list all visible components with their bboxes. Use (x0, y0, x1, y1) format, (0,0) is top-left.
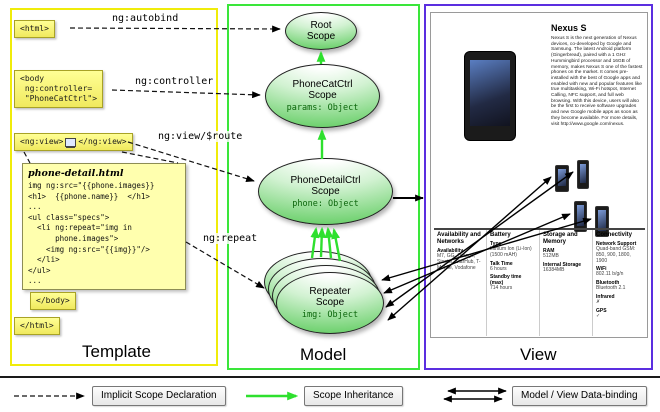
html-open-tag: <html> (14, 20, 55, 38)
code-line: <ul class="specs"> (28, 212, 110, 222)
phone-detail-page: Nexus S Nexus S is the next generation o… (430, 12, 648, 338)
code-line: ... (28, 276, 42, 286)
body-open-tag: <body ng:controller= "PhoneCatCtrl"> (14, 70, 104, 108)
template-column-label: Template (82, 342, 151, 361)
repeater-scope-ellipse: Repeater Scope img: Object (276, 272, 384, 334)
model-column-label: Model (300, 345, 347, 364)
scope-title: Repeater Scope (309, 286, 351, 308)
spec-header: Availability and Networks (437, 232, 481, 245)
specs-table: Availability and Networks Availability M… (434, 228, 645, 336)
body-close-tag: </body> (30, 292, 76, 310)
spec-value: 802.11 b/g/n (596, 271, 624, 278)
spec-column-storage: Storage and Memory RAM 512MB Internal St… (539, 230, 592, 336)
ng-repeat-label: ng:repeat (201, 233, 260, 244)
thumb-screen (598, 210, 606, 231)
thumb-screen (558, 169, 566, 186)
legend-scope-inheritance: Scope Inheritance (304, 386, 403, 406)
legend-implicit-scope: Implicit Scope Declaration (92, 386, 226, 406)
ng-view-open-label: <ng:view> (20, 137, 64, 146)
phone-thumbnail[interactable] (577, 160, 589, 189)
spec-column-battery: Battery Type Lithium Ion (Li-Ion) (1500 … (486, 230, 539, 336)
scope-property: img: Object (301, 310, 359, 320)
spec-column-connectivity: Connectivity Network Support Quad-band G… (592, 230, 645, 336)
code-line: img ng:src="{{phone.images}} (28, 181, 155, 190)
code-line: phone.images"> (28, 233, 119, 243)
spec-value: Quad-band GSM: 850, 900, 1800, 1900 (596, 246, 636, 264)
phone-detail-code-box: phone-detail.html img ng:src="{{phone.im… (22, 163, 186, 290)
html-close-tag: </html> (14, 317, 60, 335)
scope-property: phone: Object (292, 198, 359, 209)
spec-label: Bluetooth (596, 280, 620, 287)
thumb-screen (577, 205, 584, 226)
spec-label: Network Support (596, 241, 637, 247)
ng-view-route-label: ng:view/$route (156, 131, 245, 142)
phone-screen (470, 60, 510, 126)
spec-value: ✗ (596, 298, 601, 305)
legend-divider (0, 376, 660, 378)
root-scope-ellipse: Root Scope (285, 12, 357, 50)
phone-main-image[interactable] (464, 51, 516, 141)
spec-value: 714 hours (490, 285, 513, 292)
spec-value: 6 hours (490, 265, 507, 272)
spec-label: WiFi (596, 266, 607, 273)
code-line: <li ng:repeat="img in (28, 223, 132, 233)
spec-value: 512MB (543, 253, 559, 259)
code-line: <h1> {{phone.name}} </h1> (28, 191, 150, 201)
code-file-title: phone-detail.html (28, 168, 124, 179)
phone-description: Nexus S is the next generation of Nexus … (551, 36, 643, 127)
ng-controller-label: ng:controller (133, 76, 216, 87)
spec-value: ✓ (596, 312, 601, 319)
spec-value: M7, GG, Orange, Singtel, StarHub, T-Mobi… (437, 253, 481, 271)
ng-view-close-label: </ng:view> (78, 137, 127, 146)
ng-view-tag: <ng:view> </ng:view> (14, 133, 133, 151)
spec-value: 16384MB (543, 266, 565, 273)
code-line: </ul> (28, 265, 51, 275)
code-line: <img ng:src="{{img}}"/> (28, 244, 150, 254)
thumb-screen (580, 164, 586, 183)
spec-column-availability: Availability and Networks Availability M… (434, 230, 486, 336)
spec-header: Storage and Memory (543, 232, 578, 245)
legend-data-binding: Model / View Data-binding (512, 386, 647, 406)
spec-header: Battery (490, 232, 511, 238)
monitor-icon (65, 137, 77, 147)
spec-header: Connectivity (596, 232, 633, 238)
code-line: </li> (28, 255, 60, 265)
view-column-label: View (520, 345, 557, 364)
spec-value: Bluetooth 2.1 (596, 285, 626, 292)
spec-label: GPS (596, 307, 607, 314)
scope-property: params: Object (286, 103, 359, 113)
phone-name-heading: Nexus S (551, 23, 587, 33)
code-line: ... (28, 202, 42, 212)
scope-title: Root Scope (306, 20, 336, 42)
phonedetailctrl-scope-ellipse: PhoneDetailCtrl Scope phone: Object (258, 158, 393, 225)
phonecatctrl-scope-ellipse: PhoneCatCtrl Scope params: Object (265, 64, 380, 128)
spec-label: Infrared (596, 293, 615, 300)
scope-title: PhoneDetailCtrl Scope (290, 174, 361, 197)
spec-value: Lithium Ion (Li-Ion) (1500 mAH) (490, 246, 532, 258)
scope-title: PhoneCatCtrl Scope (292, 79, 353, 101)
ng-autobind-label: ng:autobind (110, 13, 181, 24)
phone-thumbnail[interactable] (555, 165, 569, 192)
